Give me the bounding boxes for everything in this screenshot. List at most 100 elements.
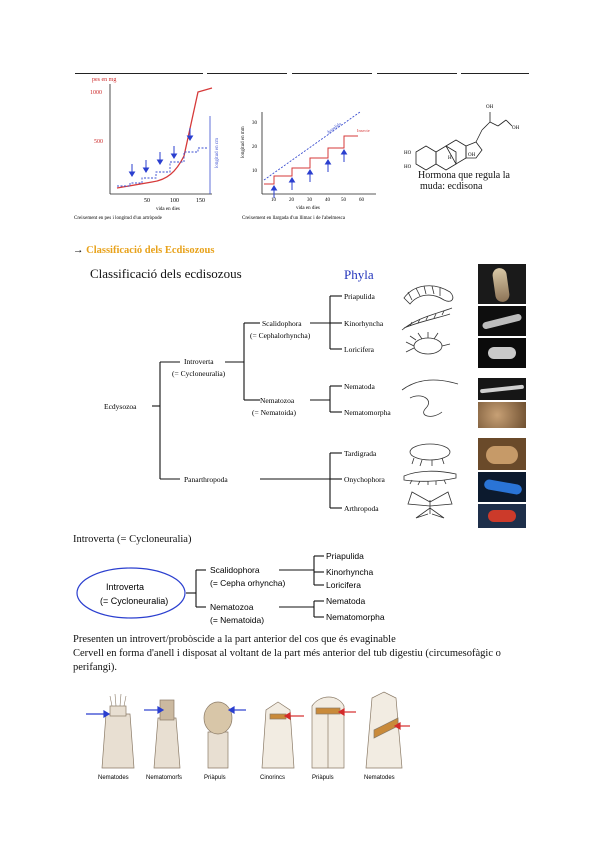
- introverta-tree: Introverta (= Cycloneuralia) Scalidophor…: [76, 551, 385, 625]
- graph2-xtick: 60: [359, 198, 365, 203]
- header-rule-2: [207, 73, 287, 74]
- fig2-scalidophora-alt: (= Cepha orhyncha): [210, 578, 286, 588]
- photo-nematoda: [478, 378, 526, 400]
- fig2-root: Introverta: [106, 582, 144, 592]
- photo-nematomorpha: [478, 402, 526, 428]
- paragraph-brain: Cervell en forma d'anell i disposat al v…: [73, 648, 501, 673]
- tree-nematozoa-alt: (= Nematoida): [252, 408, 297, 417]
- hormone-caption-line1: Hormona que regula la: [418, 170, 510, 181]
- priapulida-drawing: [403, 285, 454, 305]
- fig2-phylum: Kinorhyncha: [326, 567, 374, 577]
- header-rule-3: [292, 73, 372, 74]
- graph1-ytick: 1000: [90, 90, 102, 96]
- fig2-scalidophora: Scalidophora: [210, 565, 260, 575]
- nematoda-drawing: [401, 379, 459, 391]
- introvert-comparison-figure: Nematodes Nematomorfs Priàpuls Cinorincs…: [86, 691, 410, 781]
- bottom-label: Priàpuls: [204, 775, 226, 781]
- graph2-ytick: 30: [252, 121, 258, 126]
- growth-length-graph: longitud en mm 30 20 10 Annelida Insecte…: [241, 111, 376, 221]
- tree-phylum: Onychophora: [344, 475, 385, 484]
- fig2-phylum: Nematoda: [326, 596, 365, 606]
- arrow-right-icon: →: [73, 245, 84, 256]
- fig2-root-alt: (= Cycloneuralia): [100, 596, 168, 606]
- onychophora-drawing: [403, 470, 457, 482]
- arthropoda-drawing: [407, 491, 453, 519]
- paragraph-introvert: Presenten un introvert/probòscide a la p…: [73, 634, 396, 645]
- tree-phylum: Priapulida: [344, 292, 375, 301]
- section-heading-text: Classificació dels Ecdisozous: [86, 245, 215, 256]
- ecdysone-structure: OH HO OH OH H HO: [404, 105, 520, 171]
- phyla-drawings: [401, 285, 459, 519]
- ecdysone-label: OH: [486, 105, 494, 110]
- tree-phylum: Nematoda: [344, 382, 375, 391]
- tree-phylum: Arthropoda: [344, 504, 379, 513]
- tree-nematozoa: Nematozoa: [260, 396, 295, 405]
- photo-onychophora: [478, 472, 526, 502]
- tree-phylum: Kinorhyncha: [344, 319, 384, 328]
- fig2-nematozoa-alt: (= Nematoida): [210, 615, 264, 625]
- graph2-xtick: 10: [271, 198, 277, 203]
- graph2-xlabel: vida en dies: [296, 206, 320, 211]
- nematomorpha-drawing: [409, 395, 443, 417]
- graph1-xlabel: vida en dies: [156, 207, 180, 212]
- bottom-label: Nematomorfs: [146, 775, 182, 781]
- graph2-xtick: 20: [289, 198, 295, 203]
- tree-phylum: Nematomorpha: [344, 408, 391, 417]
- fig2-nematozoa: Nematozoa: [210, 602, 254, 612]
- graph1-xtick: 50: [144, 198, 150, 204]
- hormone-caption-line2: muda: ecdisona: [420, 181, 483, 192]
- graph1-ytick: 500: [94, 139, 103, 145]
- loricifera-drawing: [413, 337, 443, 355]
- ecdysone-label: H: [448, 156, 452, 161]
- graph2-xtick: 50: [341, 198, 347, 203]
- fig2-phylum: Nematomorpha: [326, 612, 385, 622]
- ecdysone-label: HO: [404, 151, 412, 156]
- graph2-ytick: 10: [252, 169, 258, 174]
- photo-arthropoda: [478, 504, 526, 528]
- bottom-label: Nematodes: [98, 775, 129, 781]
- tree-phylum: Tardigrada: [344, 449, 377, 458]
- growth-weight-graph: pes en mg 1000 500 longitud en cm 50 100…: [74, 77, 220, 221]
- photo-loricifera: [478, 338, 526, 368]
- graph1-ylabel: pes en mg: [92, 77, 116, 83]
- figure1-title: Classificació dels ecdisozous: [90, 266, 242, 281]
- ecdysone-label: OH: [512, 126, 520, 131]
- graph2-ytick: 20: [252, 145, 258, 150]
- phyla-header: Phyla: [344, 267, 374, 282]
- graph2-xtick: 40: [325, 198, 331, 203]
- graph1-xtick: 150: [196, 198, 205, 204]
- graph1-right-axis: longitud en cm: [215, 138, 220, 168]
- header-rule-4: [377, 73, 457, 74]
- fig2-phylum: Priapulida: [326, 551, 364, 561]
- subheading-introverta: Introverta (= Cycloneuralia): [73, 534, 192, 545]
- graph1-xtick: 100: [170, 198, 179, 204]
- ecdysone-label: HO: [404, 165, 412, 170]
- header-rule-1: [75, 73, 203, 74]
- header-rule-5: [461, 73, 529, 74]
- hormone-caption: Hormona que regula la muda: ecdisona: [418, 170, 510, 192]
- tree-introverta-alt: (= Cycloneuralia): [172, 369, 226, 378]
- tree-phylum: Loricifera: [344, 345, 375, 354]
- photo-priapulida: [478, 264, 526, 304]
- tree-scalidophora: Scalidophora: [262, 319, 302, 328]
- tree-scalidophora-alt: (= Cephalorhyncha): [250, 331, 311, 340]
- bottom-label: Nematodes: [364, 775, 395, 781]
- graph2-ylabel: longitud en mm: [241, 126, 246, 158]
- graph2-series-red: Insecte: [357, 128, 370, 133]
- section-heading: → Classificació dels Ecdisozous: [73, 245, 214, 256]
- graph2-xtick: 30: [307, 198, 313, 203]
- bottom-label: Cinorincs: [260, 775, 285, 781]
- bottom-label: Priàpuls: [312, 775, 334, 781]
- graph2-caption: Creixement en llargada d'un llimac i de …: [242, 216, 346, 221]
- graph2-series-blue: Annelida: [326, 121, 342, 135]
- fig2-phylum: Loricifera: [326, 580, 361, 590]
- tree-root: Ecdysozoa: [104, 402, 137, 411]
- graph1-caption: Creixement en pes i longitud d'un artròp…: [74, 216, 163, 221]
- tree-introverta: Introverta: [184, 357, 214, 366]
- ecdysone-label: OH: [468, 153, 476, 158]
- classification-tree: Ecdysozoa Introverta (= Cycloneuralia) S…: [104, 292, 391, 513]
- tree-panarthropoda: Panarthropoda: [184, 475, 228, 484]
- photo-tardigrada: [478, 438, 526, 470]
- photo-kinorhyncha: [478, 306, 526, 336]
- kinorhyncha-drawing: [401, 307, 453, 331]
